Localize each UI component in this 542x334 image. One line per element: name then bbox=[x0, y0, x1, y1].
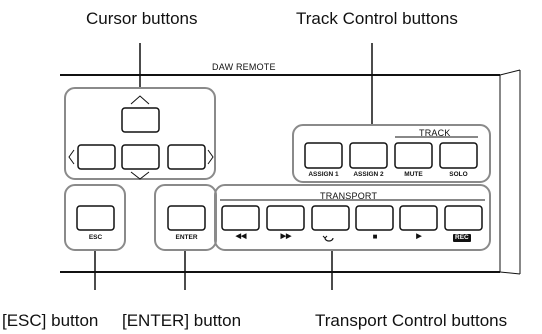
esc-button-callout: [ESC] button bbox=[2, 311, 99, 330]
cursor-up-button[interactable] bbox=[121, 107, 160, 133]
esc-group-outline bbox=[64, 184, 126, 251]
enter-label: ENTER bbox=[175, 234, 198, 241]
panel-side-bottom bbox=[499, 271, 521, 275]
track-control-buttons-callout: Track Control buttons bbox=[296, 9, 458, 28]
esc-button[interactable] bbox=[76, 205, 115, 231]
enter-button[interactable] bbox=[167, 205, 206, 231]
cursor-down-button[interactable] bbox=[121, 144, 160, 170]
rewind-button[interactable] bbox=[221, 205, 260, 231]
rec-button[interactable] bbox=[444, 205, 483, 231]
chevron-left-icon bbox=[68, 149, 75, 165]
panel-inner-top-edge bbox=[499, 69, 521, 76]
assign1-label: ASSIGN 1 bbox=[308, 171, 339, 178]
mute-label: MUTE bbox=[404, 171, 423, 178]
stop-button[interactable] bbox=[355, 205, 394, 231]
track-group-outline bbox=[292, 124, 491, 183]
rewind-icon: ◀◀ bbox=[235, 233, 247, 240]
stop-icon: ■ bbox=[372, 232, 378, 241]
enter-button-callout: [ENTER] button bbox=[122, 311, 242, 330]
fast-forward-button[interactable] bbox=[266, 205, 305, 231]
cursor-left-button[interactable] bbox=[77, 144, 116, 170]
track-section-label: TRACK bbox=[419, 128, 451, 138]
transport-group-outline bbox=[214, 184, 491, 251]
loop-button[interactable] bbox=[311, 205, 350, 231]
play-button[interactable] bbox=[399, 205, 438, 231]
play-icon: ▶ bbox=[416, 233, 422, 240]
chevron-up-icon bbox=[130, 95, 150, 105]
assign2-label: ASSIGN 2 bbox=[353, 171, 384, 178]
loop-icon bbox=[322, 235, 334, 242]
mute-button[interactable] bbox=[394, 142, 433, 169]
esc-label: ESC bbox=[88, 234, 103, 241]
assign2-button[interactable] bbox=[349, 142, 388, 169]
cursor-buttons-callout: Cursor buttons bbox=[86, 9, 198, 28]
fast-forward-icon: ▶▶ bbox=[280, 233, 292, 240]
cursor-right-button[interactable] bbox=[167, 144, 206, 170]
rec-icon: REC bbox=[453, 234, 471, 242]
chevron-right-icon bbox=[207, 149, 214, 165]
solo-label: SOLO bbox=[449, 171, 468, 178]
solo-button[interactable] bbox=[439, 142, 478, 169]
assign1-button[interactable] bbox=[304, 142, 343, 169]
panel-title: DAW REMOTE bbox=[212, 62, 276, 72]
transport-control-buttons-callout: Transport Control buttons bbox=[315, 311, 508, 330]
chevron-down-icon bbox=[130, 171, 150, 180]
transport-section-label: TRANSPORT bbox=[320, 191, 378, 201]
